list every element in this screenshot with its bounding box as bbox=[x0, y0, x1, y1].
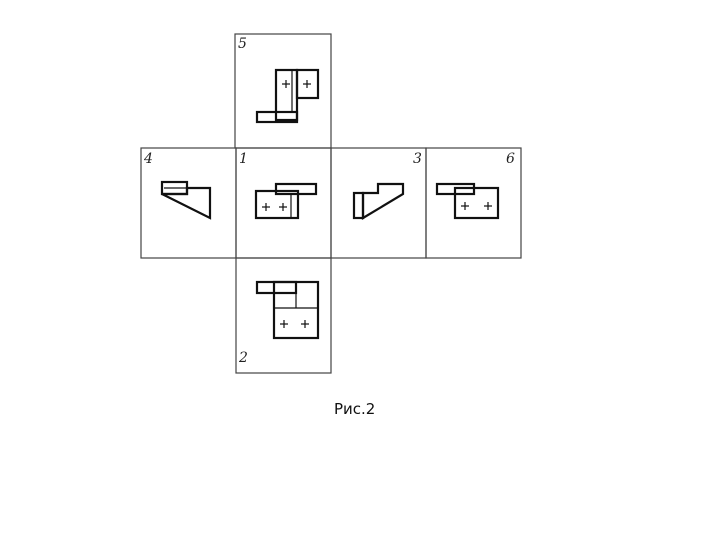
view-label-3: 3 bbox=[413, 151, 422, 167]
part-view-3 bbox=[352, 182, 405, 220]
view-label-4: 4 bbox=[143, 151, 153, 167]
part-view-6 bbox=[435, 182, 500, 220]
hole-marks bbox=[282, 80, 311, 88]
part-view-2 bbox=[255, 280, 320, 340]
part-view-4 bbox=[160, 180, 212, 220]
view-label-2: 2 bbox=[238, 350, 248, 366]
view-label-5: 5 bbox=[238, 36, 247, 52]
frame-view-2 bbox=[235, 257, 332, 374]
part-view-1 bbox=[254, 182, 318, 220]
frame-view-6 bbox=[425, 147, 522, 259]
figure-caption: Рис.2 bbox=[334, 400, 375, 418]
frame-view-3 bbox=[330, 147, 427, 259]
hole-marks bbox=[461, 202, 492, 210]
hole-marks bbox=[262, 203, 287, 211]
hole-marks bbox=[280, 320, 309, 328]
part-view-5 bbox=[255, 68, 320, 124]
view-label-6: 6 bbox=[506, 151, 515, 167]
frame-view-4 bbox=[140, 147, 237, 259]
view-frames bbox=[140, 33, 522, 374]
frame-view-5 bbox=[234, 33, 332, 149]
view-label-1: 1 bbox=[239, 151, 248, 167]
